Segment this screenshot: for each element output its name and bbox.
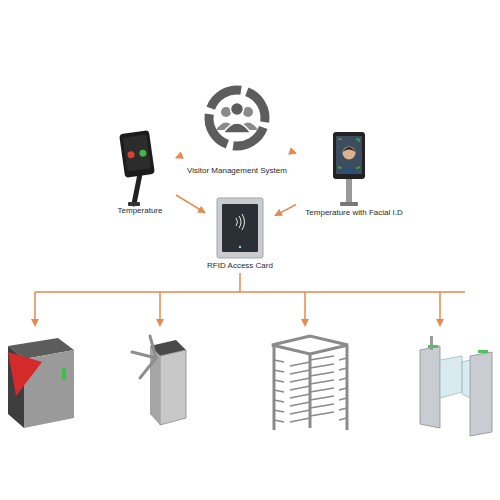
device-foot [128,202,140,206]
face-frame [339,139,359,168]
face-body [341,167,357,174]
flow-arrow [275,205,296,216]
flow-arrow [294,152,296,154]
device-screen [336,136,362,174]
status-light [127,151,135,159]
reader-panel [222,204,258,252]
node-label: Temperature with Facial I.D [296,208,412,217]
gate-light [478,350,488,353]
tripod-arm [140,358,156,378]
flow-arrow [176,156,180,158]
rotor [309,354,312,428]
arrowhead [436,319,444,327]
visitor-icon [201,82,273,154]
flap-barrier [8,338,74,428]
tripod-turnstile [132,336,186,425]
rfid-reader [217,198,263,258]
face-hair [343,147,356,152]
arrowhead [156,319,164,327]
nfc-symbol [236,214,245,230]
top-frame [272,336,348,354]
branch-line [35,273,465,320]
face-head [343,147,356,160]
arrowhead [301,319,309,327]
person-head [243,107,253,117]
icon-ring [201,82,273,154]
gate-cabinet [470,352,492,436]
reader-led [239,246,241,248]
arrowhead [31,319,39,327]
fence-bars [274,358,347,422]
glass-wing [440,356,462,398]
reader-plate [217,198,263,258]
device-node: Temperature with Facial I.D [296,128,412,220]
person-head [231,103,244,116]
device-screen [123,135,151,172]
gate-cabinet [420,346,440,428]
rotor-arms [290,356,334,422]
speed-gate [420,336,492,436]
branch-arrowheads [31,319,444,327]
gate-light [428,345,438,348]
full-height-turnstile [272,336,348,430]
indicator [62,368,66,380]
facial-device [333,132,365,206]
temperature-device [119,130,155,206]
device-body [119,130,155,178]
person-body [223,123,251,133]
node-label: Visitor Management System [180,166,294,175]
red-flap [8,352,42,396]
node-label: Temperature [104,206,176,215]
device-stalk [134,174,140,204]
cabinet-front [160,350,186,425]
distribution-wire [35,273,465,320]
device-node: Visitor Management System [180,86,294,178]
device-node: RFID Access Card [205,195,275,273]
post [273,346,276,430]
device-pole [346,178,352,203]
device-base [340,202,358,206]
tripod-arm [132,352,156,358]
person-head [221,107,231,117]
device-node: Temperature [104,128,176,218]
status-light [139,149,147,157]
flow-arrow [176,195,205,213]
node-label: RFID Access Card [205,261,275,270]
tripod-arm [150,336,156,358]
device-body [333,132,365,179]
glass-wing [462,360,470,398]
